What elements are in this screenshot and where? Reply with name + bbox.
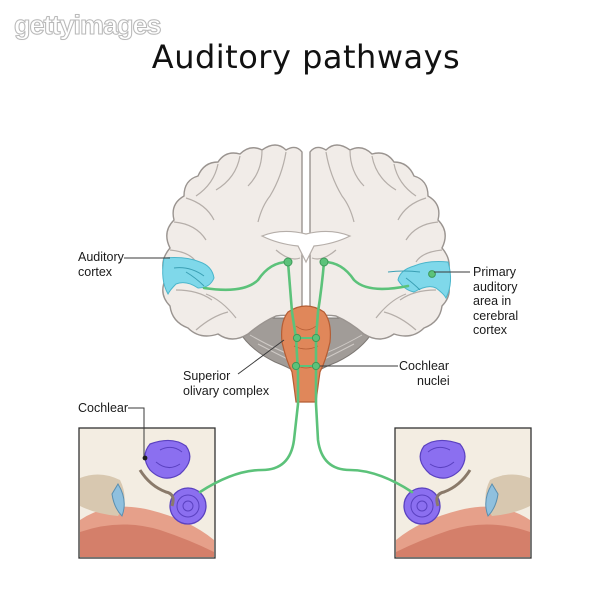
primary-area-node: [428, 270, 436, 278]
primary-auditory-area-label: Primary auditory area in cerebral cortex: [473, 265, 519, 337]
cochlear-label: Cochlear: [78, 401, 129, 415]
watermark-logo: gettyimages: [14, 10, 163, 41]
superior-olivary-node-left: [292, 333, 302, 343]
left-ear-inset: [78, 427, 216, 559]
left-auditory-cortex: [162, 257, 215, 296]
brainstem: [281, 305, 331, 403]
left-nerve-pathway: [198, 260, 300, 494]
cochlear-leader: [128, 407, 145, 456]
superior-olivary-complex-label: Superior olivary complex: [183, 369, 270, 398]
eardrum: [111, 483, 125, 517]
superior-olivary-node-right: [311, 333, 321, 343]
right-ear-inset: [394, 427, 532, 559]
corpus-callosum: [260, 230, 352, 264]
right-eardrum: [485, 483, 499, 517]
pathway-nodes: [283, 257, 436, 371]
left-cochlea: [169, 487, 207, 525]
cochlear-nuclei-node-left: [291, 361, 301, 371]
cochlear-nuclei-label: Cochlear nuclei: [399, 359, 450, 388]
right-sulci: [325, 149, 443, 331]
leader-lines: [124, 257, 470, 456]
left-hemisphere: [162, 144, 303, 340]
left-cortex-node: [283, 257, 293, 267]
right-cochlea: [403, 487, 441, 525]
auditory-cortex-label: Auditory cortex: [78, 250, 124, 279]
right-auditory-cortex: [397, 261, 452, 300]
cochlear-nuclei-node-right: [311, 361, 321, 371]
left-sulci: [169, 149, 287, 331]
page-title: Auditory pathways: [151, 38, 461, 76]
brain-coronal-section: [162, 144, 452, 403]
right-cortex-node: [319, 257, 329, 267]
superior-olivary-leader: [237, 339, 285, 375]
right-nerve-pathway: [314, 260, 414, 494]
